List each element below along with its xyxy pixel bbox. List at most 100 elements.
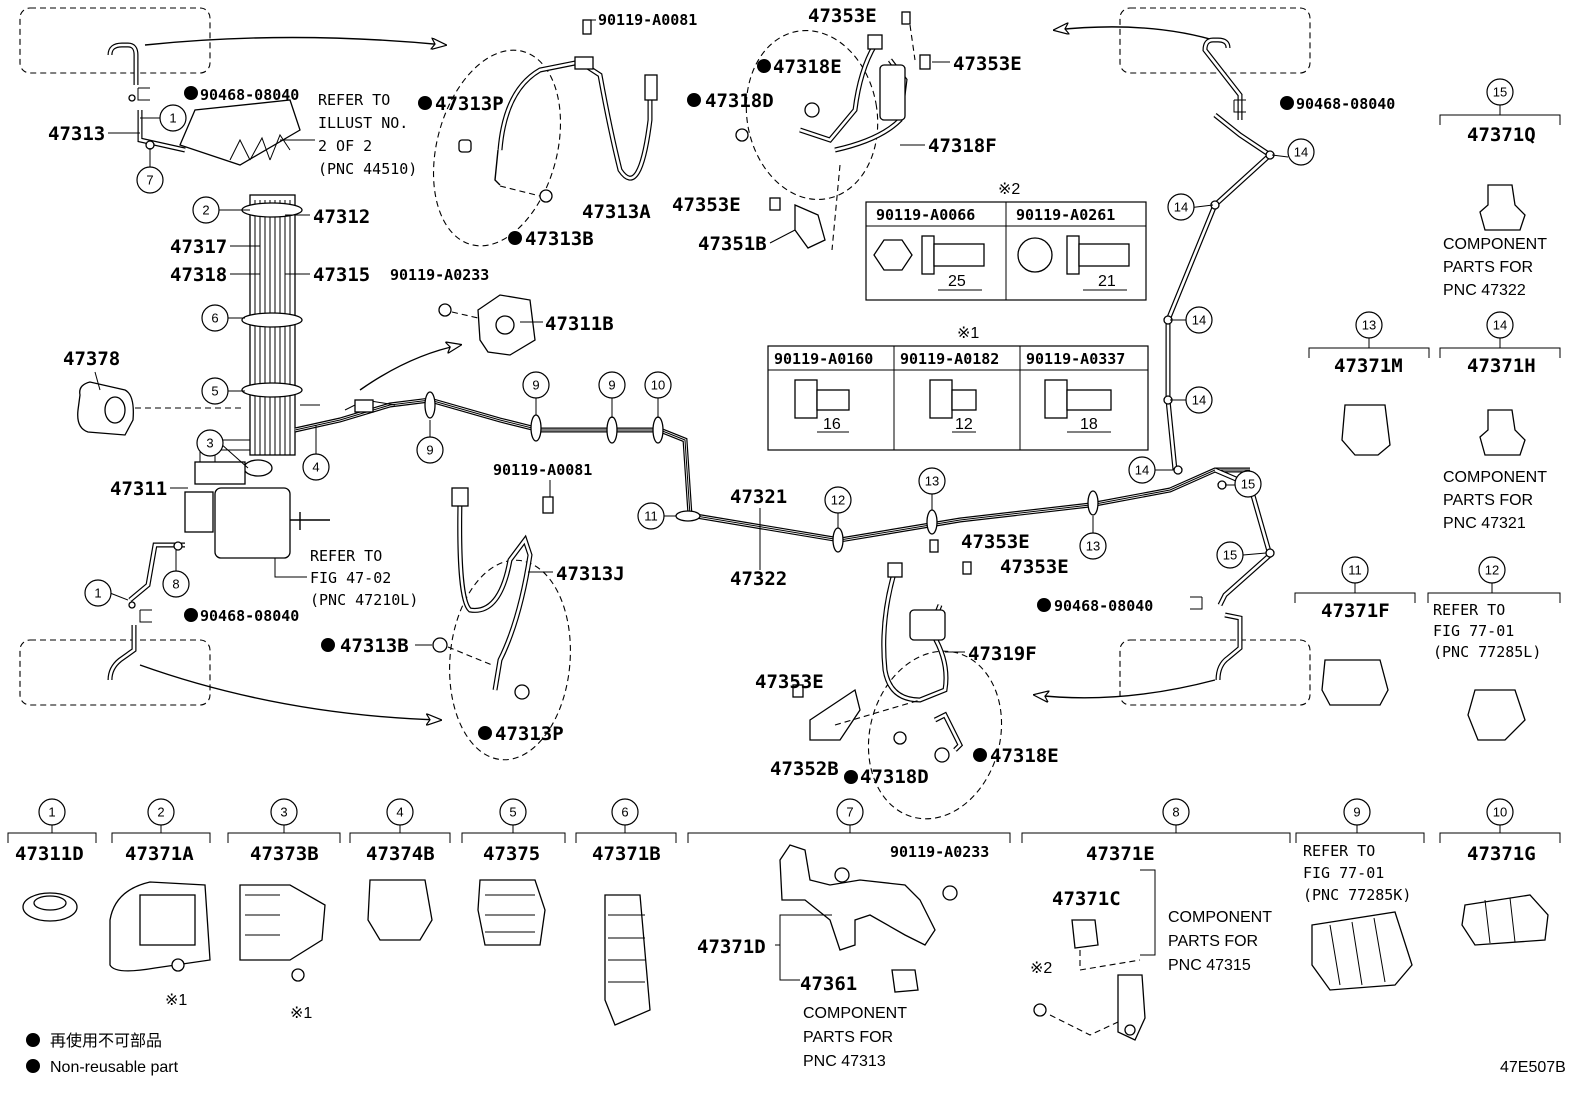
clip-47371M-icon bbox=[1341, 404, 1391, 456]
clamp-47374B-icon bbox=[367, 879, 433, 941]
ref-fig-77-01-k: REFER TO FIG 77-01 (PNC 77285K) bbox=[1303, 842, 1411, 904]
bolt-table-2-mark: ※2 bbox=[998, 181, 1020, 198]
label-47313P-top: 47313P bbox=[435, 93, 504, 115]
bottom-callout-10: 10 bbox=[1493, 805, 1507, 820]
clip-47371F-icon bbox=[1321, 659, 1389, 706]
part-labels: 90468-08040 47313 47312 47317 47318 4731… bbox=[48, 5, 1395, 788]
bracket-47311B bbox=[438, 294, 536, 356]
bottom-part-47371G: 47371G bbox=[1467, 843, 1536, 865]
note-47313: COMPONENT PARTS FOR PNC 47313 bbox=[803, 1005, 911, 1070]
label-47318: 47318 bbox=[170, 264, 227, 286]
bracket-47371D-icon bbox=[779, 844, 936, 951]
callout-9-c: 9 bbox=[608, 378, 615, 393]
clamp-47371G-icon bbox=[1461, 894, 1549, 946]
bolt-table-1-dim-3: 18 bbox=[1080, 416, 1098, 433]
label-47353E-6: 47353E bbox=[755, 671, 824, 693]
bottom-callout-6: 6 bbox=[621, 805, 628, 820]
bolt-table-2-col-2: 90119-A0261 bbox=[1016, 206, 1115, 224]
label-47318D-bottom: 47318D bbox=[860, 766, 929, 788]
bottom-callout-4: 4 bbox=[396, 805, 403, 820]
right-callout-12: 12 bbox=[1485, 563, 1499, 578]
label-47353E-3: 47353E bbox=[672, 194, 741, 216]
label-47313P-bottom: 47313P bbox=[495, 723, 564, 745]
callout-4: 4 bbox=[312, 460, 319, 475]
reference-notes: REFER TO ILLUST NO. 2 OF 2 (PNC 44510) R… bbox=[274, 91, 418, 609]
callout-1-bottom: 1 bbox=[94, 586, 101, 601]
callout-14-c: 14 bbox=[1192, 313, 1206, 328]
label-47361: 47361 bbox=[800, 973, 857, 995]
label-47318F: 47318F bbox=[928, 135, 997, 157]
label-47353E-1: 47353E bbox=[808, 5, 877, 27]
label-47319F: 47319F bbox=[968, 643, 1037, 665]
clip-47371C-icon bbox=[1071, 919, 1099, 949]
bolt-table-2: ※2 90119-A0066 90119-A0261 25 21 bbox=[865, 181, 1147, 301]
label-47321: 47321 bbox=[730, 486, 787, 508]
bolt-table-1-col-2: 90119-A0182 bbox=[900, 350, 999, 368]
callout-1-top: 1 bbox=[169, 111, 176, 126]
bottom-part-47371B: 47371B bbox=[592, 843, 661, 865]
bottom-part-47374B: 47374B bbox=[366, 843, 435, 865]
right-callout-11: 11 bbox=[1348, 563, 1362, 578]
label-90119-A0081-a: 90119-A0081 bbox=[598, 11, 697, 29]
callout-5: 5 bbox=[211, 384, 218, 399]
hose-47318F bbox=[735, 11, 931, 251]
note-47322: COMPONENT PARTS FOR PNC 47322 bbox=[1443, 236, 1551, 299]
label-47312: 47312 bbox=[313, 206, 370, 228]
label-47313J: 47313J bbox=[556, 563, 625, 585]
label-90119-A0233-b: 90119-A0233 bbox=[890, 843, 989, 861]
bolt-table-2-col-1: 90119-A0066 bbox=[876, 206, 975, 224]
label-47371D: 47371D bbox=[697, 936, 766, 958]
label-47318E-bottom: 47318E bbox=[990, 745, 1059, 767]
label-47313: 47313 bbox=[48, 123, 105, 145]
callout-10: 10 bbox=[651, 378, 665, 393]
label-47313A: 47313A bbox=[582, 201, 651, 223]
right-callout-13: 13 bbox=[1362, 318, 1376, 333]
bottom-callout-5: 5 bbox=[509, 805, 516, 820]
bolt-table-2-dim-1: 25 bbox=[948, 273, 966, 290]
callout-14-b: 14 bbox=[1174, 200, 1188, 215]
wheel-area-boxes bbox=[19, 7, 1311, 706]
bottom-callout-2: 2 bbox=[157, 805, 164, 820]
label-90468-c: 90468-08040 bbox=[1296, 95, 1395, 113]
callout-3: 3 bbox=[206, 436, 213, 451]
callout-11: 11 bbox=[644, 509, 658, 524]
callout-13-b: 13 bbox=[1086, 539, 1100, 554]
clamp-77285K-icon bbox=[1311, 911, 1413, 991]
label-47352B: 47352B bbox=[770, 758, 839, 780]
legend-non-reusable-jp: 再使用不可部品 bbox=[50, 1032, 162, 1050]
label-90119-A0233-a: 90119-A0233 bbox=[390, 266, 489, 284]
callouts: 1 7 2 6 5 3 4 8 1 9 9 9 10 11 12 13 13 1… bbox=[84, 104, 1315, 607]
legend-non-reusable-en: Non-reusable part bbox=[50, 1059, 179, 1076]
label-47311B: 47311B bbox=[545, 313, 614, 335]
callout-12: 12 bbox=[831, 493, 845, 508]
clip-symbols bbox=[137, 87, 1246, 623]
bottom-callout-7: 7 bbox=[846, 805, 853, 820]
bottom-callout-9: 9 bbox=[1353, 805, 1360, 820]
hose-47319F bbox=[792, 539, 1003, 820]
flow-arrows bbox=[139, 27, 1221, 720]
right-callout-14: 14 bbox=[1493, 318, 1507, 333]
callout-14-a: 14 bbox=[1294, 145, 1308, 160]
label-47317: 47317 bbox=[170, 236, 227, 258]
bolt-hex-head-icon bbox=[873, 239, 913, 271]
right-part-47371F: 47371F bbox=[1321, 600, 1390, 622]
label-47315: 47315 bbox=[313, 264, 370, 286]
bottom-callout-3: 3 bbox=[280, 805, 287, 820]
bottom-part-47311D: 47311D bbox=[15, 843, 84, 865]
bolt-table-1-col-3: 90119-A0337 bbox=[1026, 350, 1125, 368]
label-47351B: 47351B bbox=[698, 233, 767, 255]
kome2-bottom: ※2 bbox=[1030, 960, 1052, 977]
label-47353E-5: 47353E bbox=[1000, 556, 1069, 578]
callout-8: 8 bbox=[172, 577, 179, 592]
clamp-47373B-icon bbox=[239, 884, 326, 961]
right-callout-15: 15 bbox=[1493, 85, 1507, 100]
callout-15-a: 15 bbox=[1241, 477, 1255, 492]
label-90468-d: 90468-08040 bbox=[1054, 597, 1153, 615]
label-47353E-4: 47353E bbox=[961, 531, 1030, 553]
bottom-part-47371E: 47371E bbox=[1086, 843, 1155, 865]
bolt-table-1-mark: ※1 bbox=[957, 325, 979, 342]
label-90119-A0081-b: 90119-A0081 bbox=[493, 461, 592, 479]
callout-14-e: 14 bbox=[1135, 463, 1149, 478]
ref-fig-47-02: REFER TO FIG 47-02 (PNC 47210L) bbox=[310, 547, 418, 609]
